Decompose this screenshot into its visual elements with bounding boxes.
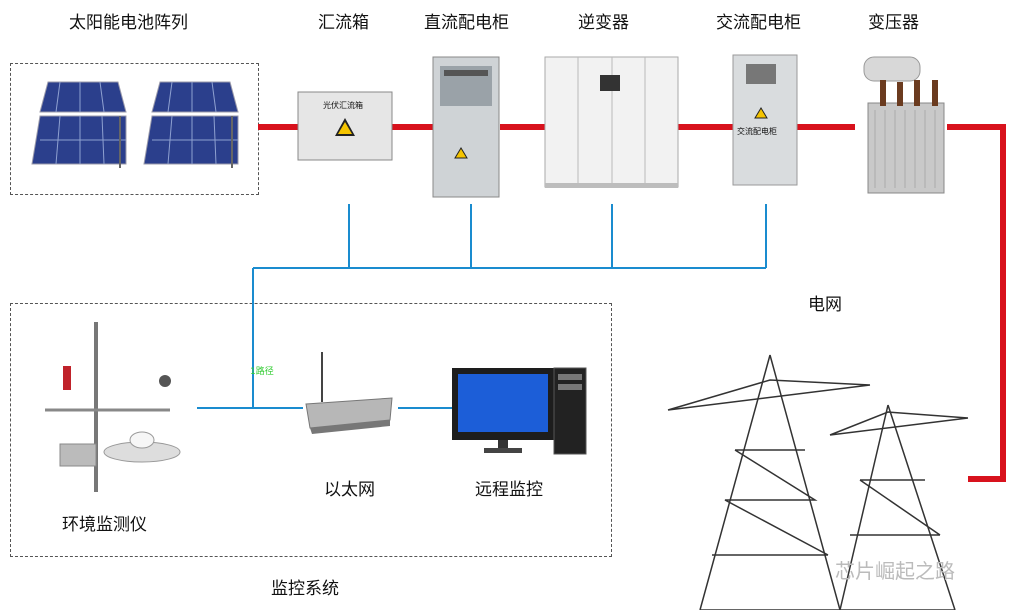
label-ethernet: 以太网: [324, 480, 375, 500]
combiner-box-graphic: [297, 91, 393, 161]
transformer-graphic: [863, 56, 945, 194]
label-dc-cabinet: 直流配电柜: [424, 13, 509, 33]
label-solar-array: 太阳能电池阵列: [69, 13, 188, 33]
label-monitor-system: 监控系统: [271, 579, 339, 599]
computer-graphic: [452, 367, 587, 455]
transmission-towers: [667, 354, 969, 610]
weather-station-graphic: [45, 322, 181, 492]
link-label: 1路径: [250, 367, 274, 377]
ac-plate-text: 交流配电柜: [737, 127, 777, 136]
watermark: 芯片崛起之路: [835, 559, 955, 583]
label-remote-monitor: 远程监控: [475, 480, 543, 500]
solar-panels: [31, 81, 239, 168]
monitor-system-frame: [10, 303, 612, 557]
power-line: [258, 124, 1006, 482]
label-combiner-box: 汇流箱: [318, 13, 369, 33]
combiner-plate-text: 光伏汇流箱: [323, 101, 363, 110]
label-ac-cabinet: 交流配电柜: [716, 13, 801, 33]
label-grid: 电网: [808, 295, 842, 315]
inverter-graphic: [544, 56, 679, 188]
label-transformer: 变压器: [868, 13, 919, 33]
signal-bus: [197, 204, 767, 409]
ac-cabinet-graphic: [732, 54, 798, 186]
label-inverter: 逆变器: [578, 13, 629, 33]
router-graphic: [305, 352, 393, 434]
dc-cabinet-graphic: [432, 56, 500, 198]
label-env-monitor: 环境监测仪: [62, 515, 147, 535]
